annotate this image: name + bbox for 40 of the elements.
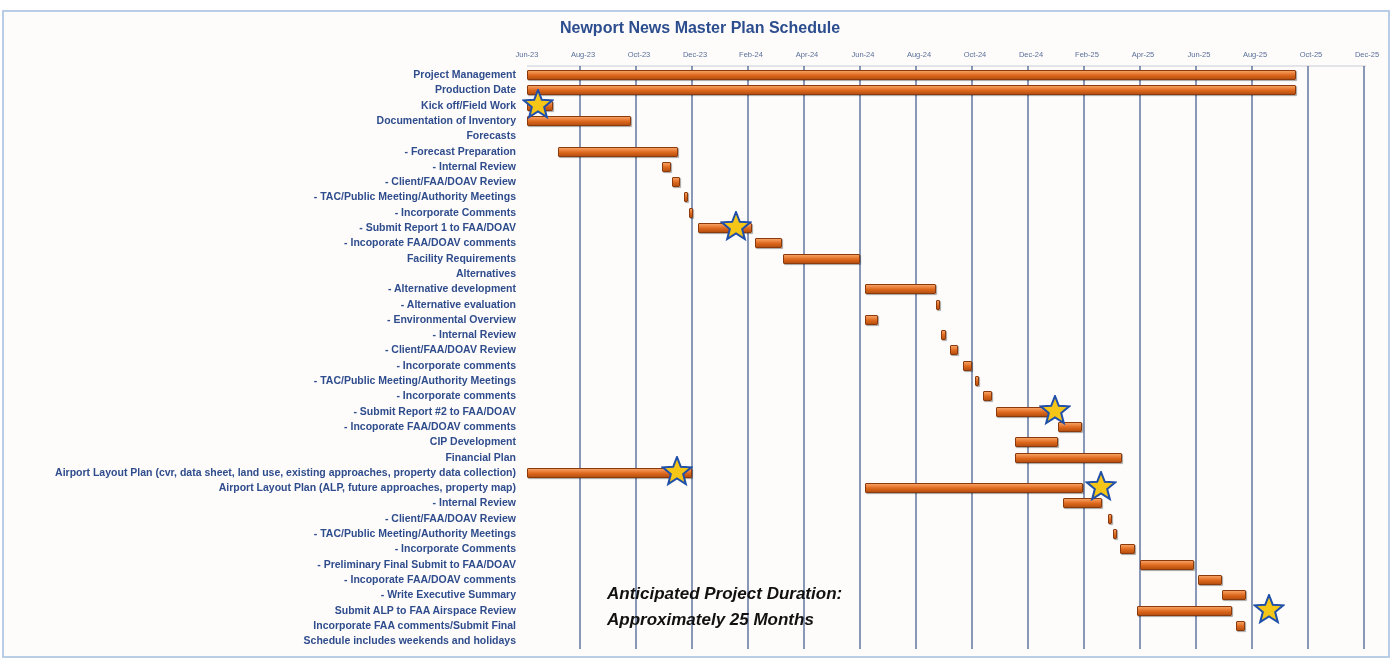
task-label: Forecasts — [466, 129, 516, 143]
task-label: - TAC/Public Meeting/Authority Meetings — [313, 527, 516, 540]
task-label: - Client/FAA/DOAV Review — [384, 175, 516, 189]
task-label: Kick off/Field Work — [421, 98, 516, 112]
task-label: - Forecast Preparation — [404, 144, 516, 158]
task-label: Facility Requirements — [406, 251, 516, 265]
task-label: - Internal Review — [432, 496, 516, 510]
task-label: Financial Plan — [445, 450, 516, 464]
task-label: - Incorporate Comments — [394, 542, 516, 556]
task-label: Documentation of Inventory — [376, 113, 516, 127]
task-label: - Internal Review — [432, 328, 516, 342]
task-label: Alternatives — [455, 266, 516, 280]
task-label: - Submit Report #2 to FAA/DOAV — [353, 404, 516, 418]
task-label: - TAC/Public Meeting/Authority Meetings — [313, 374, 516, 387]
task-label: CIP Development — [429, 435, 516, 449]
task-label: - Incoporate FAA/DOAV comments — [344, 419, 516, 433]
task-label: Schedule includes weekends and holidays — [303, 634, 516, 648]
task-label: - Preliminary Final Submit to FAA/DOAV — [317, 557, 516, 571]
task-label: - Incorporate Comments — [394, 205, 516, 219]
task-label: - Client/FAA/DOAV Review — [384, 343, 516, 357]
task-label: Airport Layout Plan (cvr, data sheet, land use, existing approaches, property data collection) — [55, 465, 516, 479]
task-label: Production Date — [434, 83, 516, 97]
task-label: - Environmental Overview — [387, 312, 516, 326]
task-label: Project Management — [413, 68, 516, 81]
task-label: Incorporate FAA comments/Submit Final — [313, 618, 516, 632]
task-label: - Incorporate comments — [396, 389, 516, 403]
task-label: Airport Layout Plan (ALP, future approaches, property map) — [218, 481, 516, 495]
task-label: - Incorporate comments — [396, 358, 516, 372]
chart-title: Newport News Master Plan Schedule — [558, 18, 842, 38]
task-label: Submit ALP to FAA Airspace Review — [334, 603, 516, 617]
task-label: - TAC/Public Meeting/Authority Meetings — [313, 190, 516, 204]
task-label: - Incoporate FAA/DOAV comments — [344, 236, 516, 250]
task-label: - Client/FAA/DOAV Review — [384, 511, 516, 525]
task-label: - Incoporate FAA/DOAV comments — [344, 572, 516, 586]
task-label: - Submit Report 1 to FAA/DOAV — [359, 221, 516, 234]
duration-note: Anticipated Project Duration: Approximately 25 Months — [607, 583, 844, 631]
task-label: - Write Executive Summary — [380, 588, 516, 602]
task-label: - Internal Review — [432, 159, 516, 173]
task-label: - Alternative evaluation — [400, 297, 516, 311]
task-label: - Alternative development — [388, 282, 516, 296]
